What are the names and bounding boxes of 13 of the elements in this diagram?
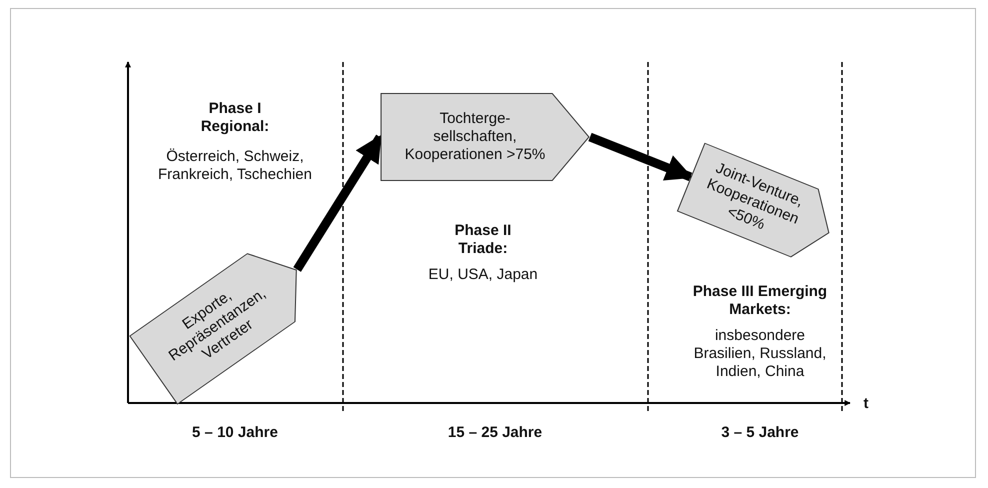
duration-label: 5 – 10 Jahre — [191, 424, 279, 442]
pentagon-arrow-box — [380, 93, 590, 181]
arrow — [588, 132, 693, 182]
country-list: insbesondere Brasilien, Russland, Indien, China — [685, 327, 835, 381]
node-text: Tochterge- sellschaften, Kooperationen >75% — [404, 110, 546, 164]
duration-label: 15 – 25 Jahre — [446, 424, 544, 442]
country-list: EU, USA, Japan — [383, 266, 583, 284]
phase-heading: Phase III Emerging Markets: — [692, 283, 828, 319]
duration-label: 3 – 5 Jahre — [720, 424, 800, 442]
phase-heading: Phase I Regional: — [200, 100, 270, 136]
country-list: Österreich, Schweiz, Frankreich, Tschechien — [128, 148, 342, 184]
axis-label: t — [862, 395, 870, 413]
phase-heading: Phase II Triade: — [454, 222, 512, 258]
